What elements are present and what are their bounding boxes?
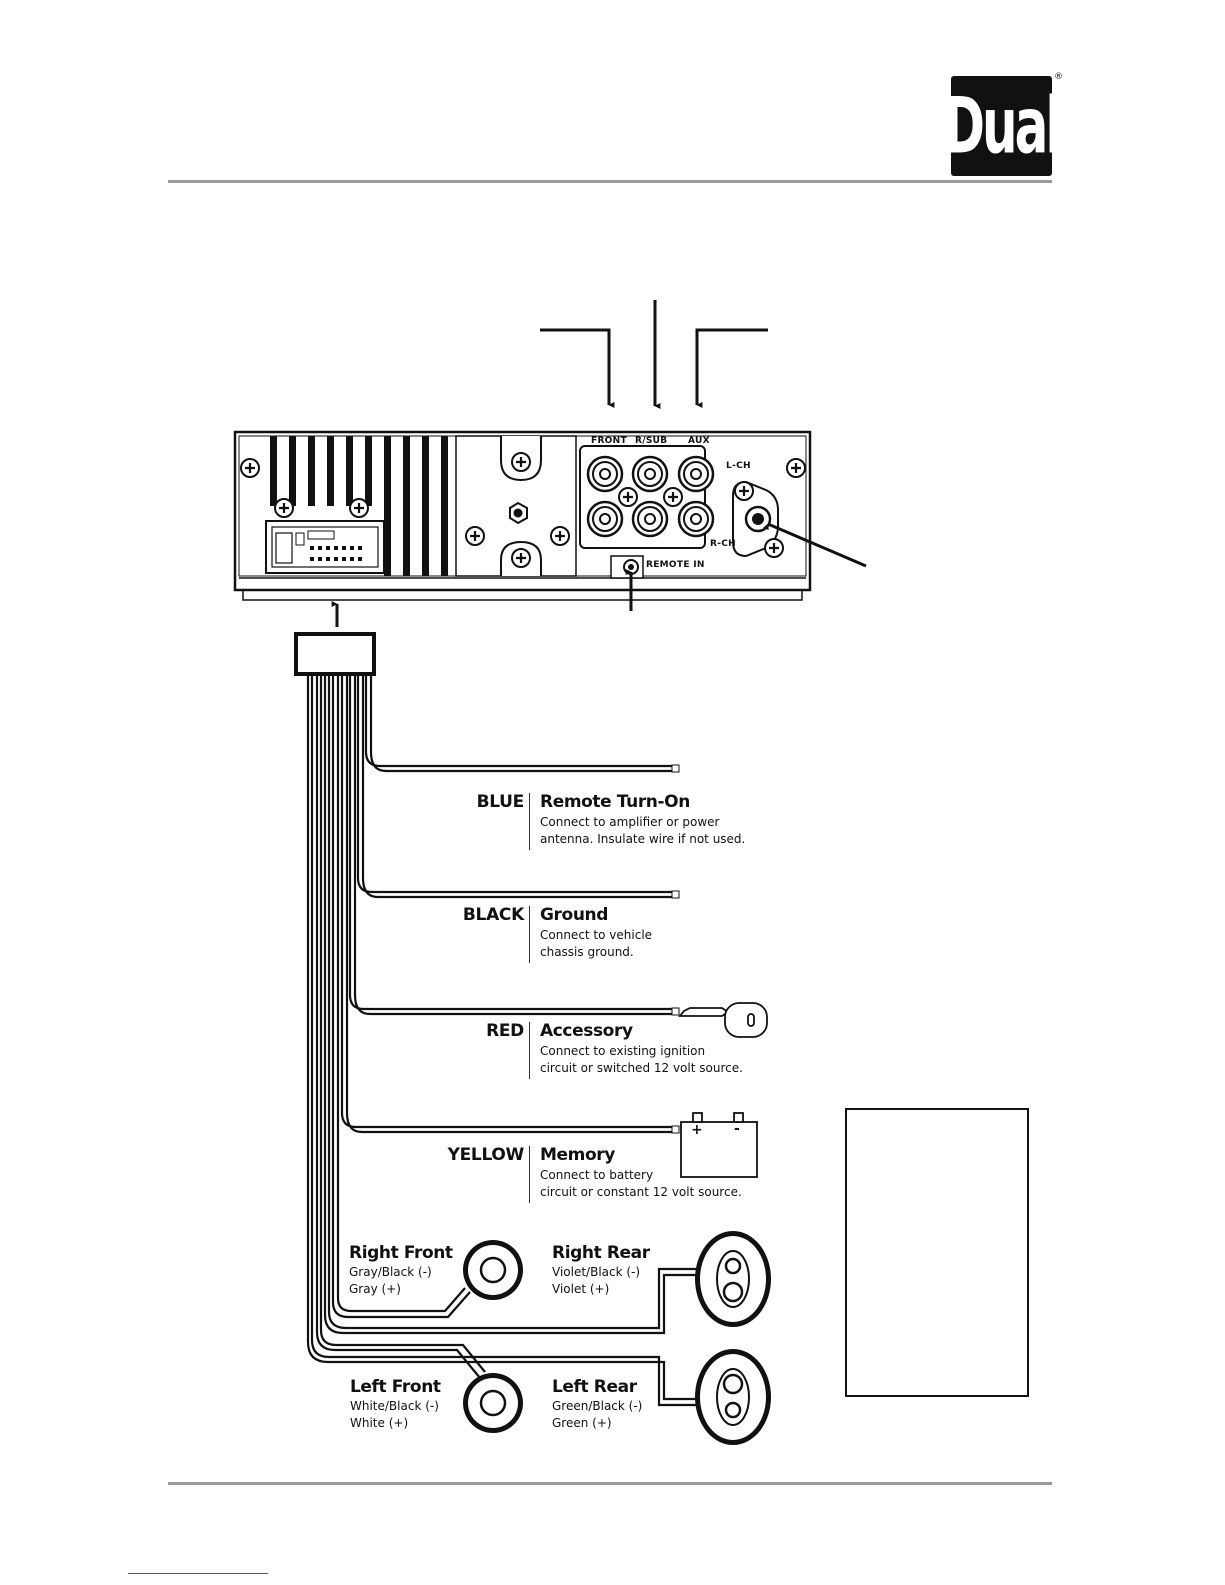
dual-logo: Dual <box>944 76 1062 176</box>
rca-label-front: FRONT <box>591 436 627 446</box>
wire-description-line: Connect to amplifier or power <box>540 815 720 829</box>
footer-link[interactable] <box>128 1573 268 1574</box>
ignition-key-icon <box>678 1002 768 1038</box>
registered-mark: ® <box>1054 72 1063 82</box>
wire-separator <box>529 1146 530 1203</box>
left-channel-label: L-CH <box>726 461 751 471</box>
wire-separator <box>529 1022 530 1079</box>
left-front-positive: White (+) <box>350 1416 409 1430</box>
header-rule <box>168 180 1052 183</box>
right-rear-negative: Violet/Black (-) <box>552 1265 641 1279</box>
wire-description-line: Connect to battery <box>540 1168 654 1182</box>
wire-description-line: antenna. Insulate wire if not used. <box>540 832 746 846</box>
left-front-speaker-icon <box>463 1373 523 1433</box>
wire-description-line: circuit or constant 12 volt source. <box>540 1185 742 1199</box>
logo-text: Dual <box>943 81 1063 171</box>
left-rear-negative: Green/Black (-) <box>552 1399 643 1413</box>
battery-icon <box>680 1112 758 1178</box>
left-rear-title: Left Rear <box>552 1377 637 1397</box>
wire-function-ground: Ground <box>540 905 608 925</box>
rca-label-rsub: R/SUB <box>635 436 668 446</box>
head-unit-chassis <box>233 430 812 601</box>
remote-in-label: REMOTE IN <box>646 560 705 570</box>
left-front-title: Left Front <box>350 1377 441 1397</box>
wire-separator <box>529 906 530 963</box>
right-rear-title: Right Rear <box>552 1243 650 1263</box>
wire-color-blue: BLUE <box>476 792 525 812</box>
right-front-speaker-icon <box>463 1240 523 1300</box>
battery-minus-label: - <box>734 1121 740 1137</box>
left-rear-speaker-icon <box>695 1349 771 1445</box>
right-channel-label: R-CH <box>710 539 737 549</box>
wire-function-accessory: Accessory <box>540 1021 633 1041</box>
footer-rule <box>168 1482 1052 1485</box>
wire-function-remote-turn-on: Remote Turn-On <box>540 792 690 812</box>
rca-label-aux: AUX <box>688 436 710 446</box>
left-rear-positive: Green (+) <box>552 1416 612 1430</box>
wire-description-line: Connect to vehicle <box>540 928 653 942</box>
wire-function-memory: Memory <box>540 1145 615 1165</box>
wire-color-red: RED <box>486 1021 524 1041</box>
right-front-positive: Gray (+) <box>349 1282 401 1296</box>
wire-description-line: Connect to existing ignition <box>540 1044 706 1058</box>
wire-description-line: chassis ground. <box>540 945 634 959</box>
note-box <box>845 1108 1029 1397</box>
right-front-title: Right Front <box>349 1243 453 1263</box>
right-front-negative: Gray/Black (-) <box>349 1265 432 1279</box>
right-rear-speaker-icon <box>695 1231 771 1327</box>
right-rear-positive: Violet (+) <box>552 1282 610 1296</box>
wire-description-line: circuit or switched 12 volt source. <box>540 1061 743 1075</box>
wire-separator <box>529 793 530 850</box>
wire-color-black: BLACK <box>462 905 524 925</box>
left-front-negative: White/Black (-) <box>350 1399 439 1413</box>
wire-color-yellow: YELLOW <box>447 1145 525 1165</box>
battery-plus-label: + <box>691 1122 703 1138</box>
